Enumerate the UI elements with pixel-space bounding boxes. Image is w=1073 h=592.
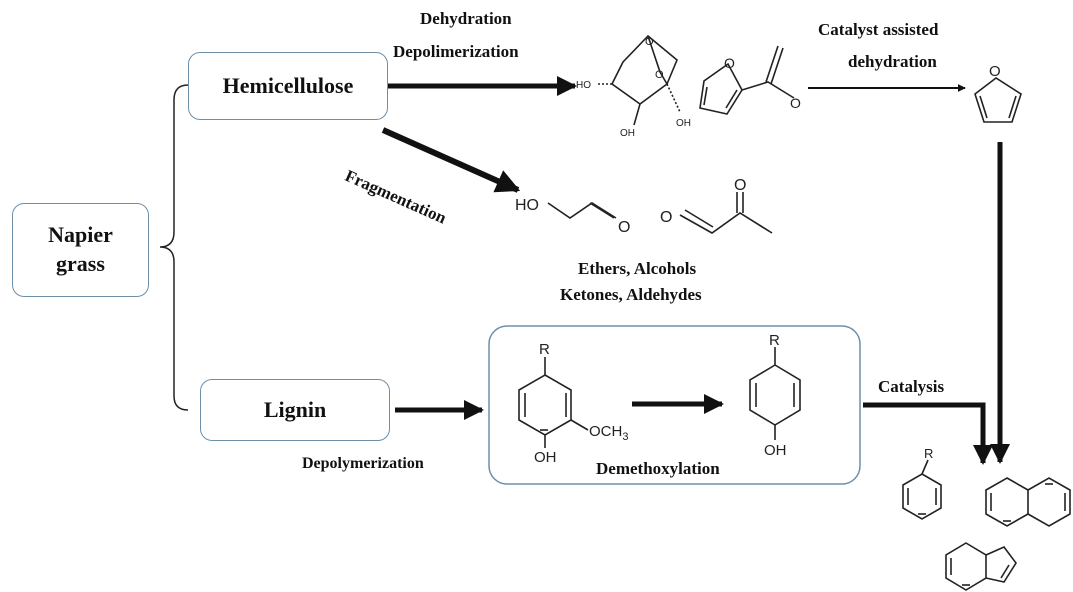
levoglucosan-bridge-o: O: [655, 69, 664, 81]
guaiacol-r: R: [539, 341, 550, 358]
guaiacol-structure: R OCH3 OH: [518, 341, 628, 466]
furfural-structure: O O: [699, 45, 801, 115]
guaiacol-och3: OCH3: [589, 423, 628, 443]
catalysis-label: Catalysis: [878, 377, 945, 396]
levoglucosan-ring-o: O: [645, 36, 654, 48]
methylglyoxal-o-top: O: [734, 177, 746, 194]
depolimerization-label: Depolimerization: [393, 42, 519, 61]
levoglucosan-oh-bottom: OH: [620, 128, 635, 139]
glycolaldehyde-structure: HO O: [515, 197, 630, 236]
levoglucosan-structure: HO O O OH OH: [576, 34, 691, 139]
arrow-fragmentation: [381, 127, 521, 193]
methylglyoxal-structure: O O: [660, 177, 773, 234]
dehydration-label-2: dehydration: [848, 52, 937, 71]
furfural-ring-o: O: [724, 55, 735, 71]
indene-structure: [945, 542, 1017, 591]
arrow-catalysis: [863, 402, 993, 465]
catalyst-assisted-label: Catalyst assisted: [818, 20, 939, 39]
ketones-aldehydes-label: Ketones, Aldehydes: [560, 285, 702, 304]
phenol-oh: OH: [764, 442, 787, 459]
phenol-structure: R OH: [749, 332, 801, 459]
phenol-r: R: [769, 332, 780, 349]
furfural-aldehyde-o: O: [790, 95, 801, 111]
ethers-alcohols-label: Ethers, Alcohols: [578, 259, 697, 278]
furan-structure: O: [974, 63, 1022, 123]
guaiacol-oh: OH: [534, 449, 557, 466]
dehydration-label: Dehydration: [420, 9, 512, 28]
napier-grass-node: Napier grass: [12, 203, 149, 297]
demethoxylation-label: Demethoxylation: [596, 459, 720, 478]
lignin-product-box: [488, 325, 861, 485]
lignin-node: Lignin: [200, 379, 390, 441]
furan-ring-o: O: [989, 63, 1001, 80]
glycolaldehyde-ho: HO: [515, 197, 539, 214]
hemicellulose-node: Hemicellulose: [188, 52, 388, 120]
alkylbenzene-structure: R: [902, 446, 942, 520]
depolymerization-label: Depolymerization: [302, 455, 424, 472]
naphthalene-structure: [985, 477, 1071, 527]
methylglyoxal-o-left: O: [660, 209, 672, 226]
levoglucosan-oh-right: OH: [676, 118, 691, 129]
levoglucosan-ho-left: HO: [576, 80, 591, 91]
alkylbenzene-r: R: [924, 446, 933, 461]
flow-arrows: [381, 76, 1010, 465]
glycolaldehyde-o: O: [618, 219, 630, 236]
branch-bracket: [159, 84, 189, 411]
